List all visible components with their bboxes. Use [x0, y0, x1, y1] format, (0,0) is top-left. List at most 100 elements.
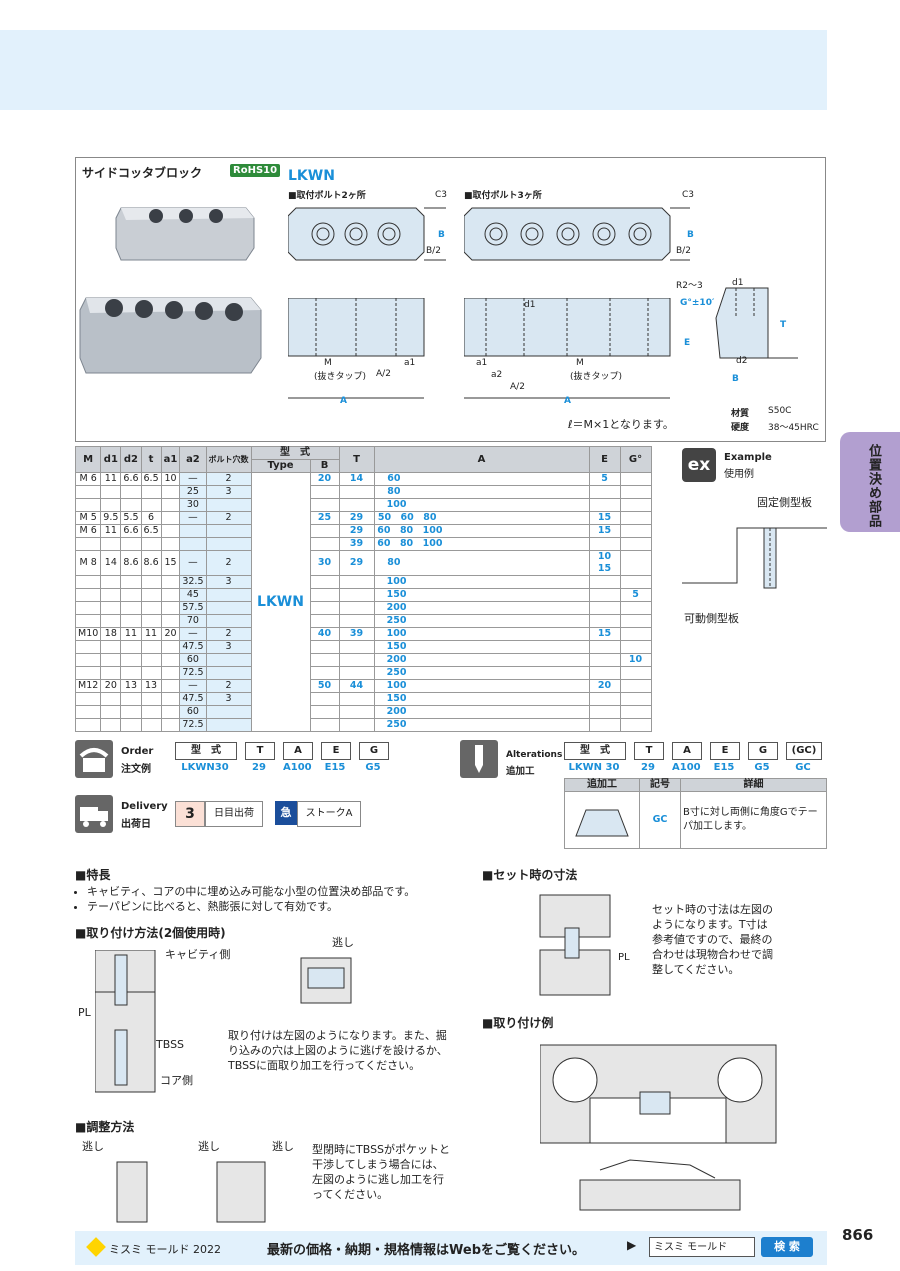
- misumi-logo-icon: [86, 1237, 106, 1257]
- mounting-title: 取り付け方法(2個使用時): [75, 924, 225, 941]
- product-title: サイドコッタブロック: [82, 166, 203, 180]
- cell-a1: [160, 718, 181, 732]
- cell-a2: 72.5: [179, 718, 207, 732]
- dim-c3-a: C3: [435, 190, 448, 200]
- cell-E: [588, 718, 621, 732]
- cell-t: [140, 666, 162, 680]
- cell-t: 13: [140, 679, 162, 693]
- cell-M: [74, 666, 102, 680]
- cell-t: [140, 705, 162, 719]
- cell-d2: [120, 601, 142, 615]
- relief-drawing: [300, 957, 352, 1004]
- cell-n: [205, 498, 252, 512]
- drawing-label-2: ■取付ボルト2ヶ所: [288, 191, 366, 201]
- cell-G: [619, 666, 652, 680]
- cell-t: 8.6: [140, 550, 162, 576]
- cell-E: [588, 588, 621, 602]
- cell-a1: [160, 588, 181, 602]
- delivery-stroke: ストークA: [297, 801, 361, 827]
- order-label-jp: 注文例: [121, 764, 151, 775]
- cell-B: 30: [309, 550, 340, 576]
- cell-d1: 11: [100, 472, 122, 486]
- cell-t: [140, 653, 162, 667]
- cell-n: [205, 601, 252, 615]
- cell-G: [619, 705, 652, 719]
- delivery-label-jp: 出荷日: [121, 819, 151, 830]
- cell-a1: [160, 640, 181, 654]
- order-label-en: Order: [121, 746, 154, 757]
- cell-T: [338, 614, 375, 628]
- cell-B: [309, 692, 340, 706]
- set-dim-pl: PL: [618, 952, 630, 963]
- side-tab[interactable]: 位置決め部品: [840, 432, 900, 532]
- cell-a2: 57.5: [179, 601, 207, 615]
- cell-G: [619, 498, 652, 512]
- cell-d1: 9.5: [100, 511, 122, 525]
- cell-a1: [160, 666, 181, 680]
- cell-M: M10: [74, 627, 102, 641]
- footer-search-box[interactable]: ミスミ モールド: [649, 1237, 755, 1257]
- cell-t: [140, 718, 162, 732]
- cell-a1: 20: [160, 627, 181, 641]
- cell-d2: [120, 614, 142, 628]
- dim-g: G°±10′: [680, 298, 715, 308]
- cell-d2: 6.6: [120, 472, 142, 486]
- cell-n: 2: [205, 511, 252, 525]
- dim-a2-half-a: A/2: [376, 369, 391, 379]
- cell-G: [619, 485, 652, 499]
- cell-B: 20: [309, 472, 340, 486]
- cell-M: [74, 575, 102, 589]
- cell-a2: 45: [179, 588, 207, 602]
- order-field-3: E: [321, 742, 351, 760]
- cell-d1: [100, 705, 122, 719]
- col-a: A: [373, 446, 590, 473]
- cell-A: 100: [373, 575, 590, 589]
- alt-code: GC: [639, 791, 681, 849]
- mounting-text: 取り付けは左図のようになります。また、掘り込みの穴は上図のように逃げを設けるか、…: [228, 1029, 448, 1072]
- dim-b2-b: B/2: [676, 246, 691, 256]
- cell-B: [309, 575, 340, 589]
- dim-b-a: B: [438, 230, 445, 240]
- features-list: キャビティ、コアの中に埋め込み可能な小型の位置決め部品です。 テーパピンに比べる…: [75, 884, 487, 914]
- cell-type: LKWN: [250, 472, 311, 732]
- cell-B: [309, 537, 340, 551]
- order-value-2: A100: [283, 762, 312, 773]
- cell-A: 150: [373, 640, 590, 654]
- dim-b2-a: B/2: [426, 246, 441, 256]
- header-band: [0, 30, 827, 110]
- cell-d1: [100, 640, 122, 654]
- col-a1: a1: [160, 446, 181, 473]
- cell-B: [309, 653, 340, 667]
- cell-E: [588, 498, 621, 512]
- material-label: 材質: [731, 409, 750, 419]
- rohs-badge: RoHS10: [230, 164, 281, 177]
- dim-b-b: B: [687, 230, 694, 240]
- dim-a1-a: a1: [404, 358, 416, 368]
- cell-T: [338, 640, 375, 654]
- dim-d1-b: d1: [732, 278, 744, 288]
- cell-d2: [120, 575, 142, 589]
- cell-t: 6: [140, 511, 162, 525]
- cell-A: 50 60 80: [373, 511, 590, 525]
- adjust-relief-2: 逃し: [198, 1140, 220, 1153]
- delivery-days: 3: [175, 801, 205, 827]
- cell-d2: 11: [120, 627, 142, 641]
- col-e: E: [588, 446, 621, 473]
- cell-a2: 60: [179, 653, 207, 667]
- cell-T: 44: [338, 679, 375, 693]
- col-d2: d2: [120, 446, 142, 473]
- alt-detail: B寸に対し両側に角度Gでテーパ加工します。: [680, 791, 827, 849]
- dim-e: E: [684, 338, 691, 348]
- cell-A: 200: [373, 601, 590, 615]
- alterations-label-en: Alterations: [506, 750, 563, 760]
- cell-G: [619, 679, 652, 693]
- cell-d2: 8.6: [120, 550, 142, 576]
- cell-d1: [100, 498, 122, 512]
- cell-n: 3: [205, 575, 252, 589]
- cell-G: [619, 524, 652, 538]
- footer-search-button[interactable]: 検 索: [761, 1237, 813, 1257]
- cell-a2: 30: [179, 498, 207, 512]
- cell-d2: [120, 640, 142, 654]
